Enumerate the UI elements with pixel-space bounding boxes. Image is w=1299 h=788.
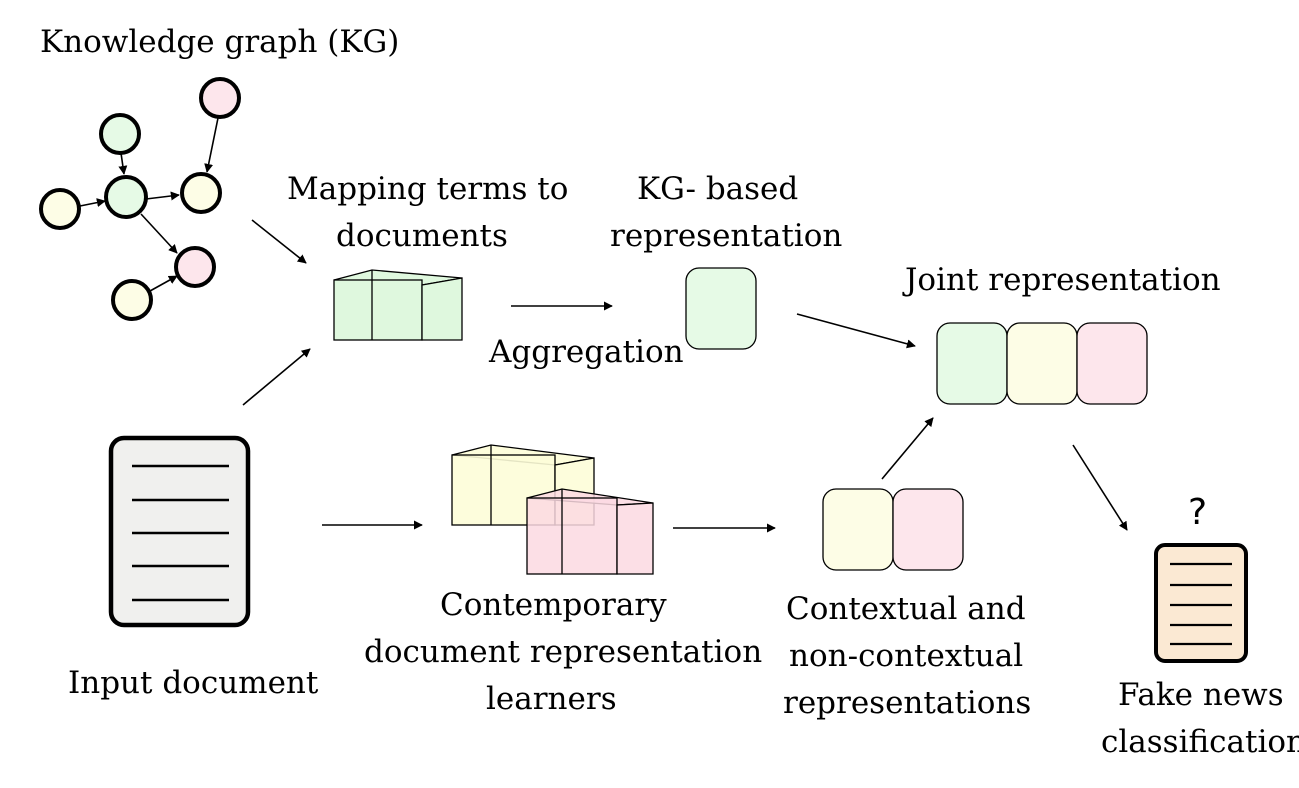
contemporary-label-line1: Contemporary: [440, 587, 667, 623]
kg-node: [199, 77, 241, 119]
input-document-icon: [108, 435, 251, 628]
joint-representation-block: [936, 322, 1148, 405]
arrow-joint-to-classification: [1072, 444, 1128, 531]
contextual-label-line3: representations: [783, 685, 1031, 721]
arrow-contextual-to-joint: [881, 417, 934, 480]
question-mark: ?: [1188, 492, 1207, 533]
fake-news-label-line1: Fake news: [1118, 677, 1284, 713]
kg-node: [39, 188, 81, 230]
kg-node: [99, 113, 141, 155]
arrow-kg-rep-to-joint: [796, 313, 916, 349]
learner-cuboid-pink: [526, 488, 654, 575]
kg-edge: [149, 275, 178, 292]
kg-node: [180, 172, 222, 214]
contextual-label-line1: Contextual and: [786, 591, 1026, 627]
mapping-label-line1: Mapping terms to: [287, 171, 568, 207]
knowledge-graph: [39, 77, 241, 321]
arrow-doc-to-mapping: [242, 348, 311, 406]
contextual-label-line2: non-contextual: [789, 638, 1023, 674]
kg-representation-block: [685, 267, 757, 350]
kg-edge: [118, 152, 128, 175]
arrow-kg-to-mapping: [251, 219, 307, 264]
fake-news-label-line2: classification: [1101, 724, 1299, 760]
input-document-label: Input document: [68, 665, 319, 701]
kg-node: [111, 279, 153, 321]
kg-edge: [204, 117, 219, 173]
joint-label: Joint representation: [902, 262, 1221, 298]
kg-edge: [79, 198, 106, 208]
kg-title: Knowledge graph (KG): [40, 24, 399, 60]
fake-news-document-icon: [1154, 543, 1248, 663]
mapping-cuboid: [333, 269, 463, 341]
kg-edge: [140, 213, 178, 254]
kg-edge: [145, 191, 180, 201]
contextual-representation-block: [822, 488, 964, 571]
kg-rep-label-line1: KG- based: [637, 171, 798, 207]
mapping-label-line2: documents: [336, 218, 508, 254]
aggregation-label: Aggregation: [488, 334, 684, 370]
kg-node: [174, 246, 216, 288]
kg-node: [104, 175, 148, 219]
kg-rep-label-line2: representation: [610, 218, 842, 254]
contemporary-label-line3: learners: [486, 681, 617, 717]
contemporary-label-line2: document representation: [364, 634, 762, 670]
